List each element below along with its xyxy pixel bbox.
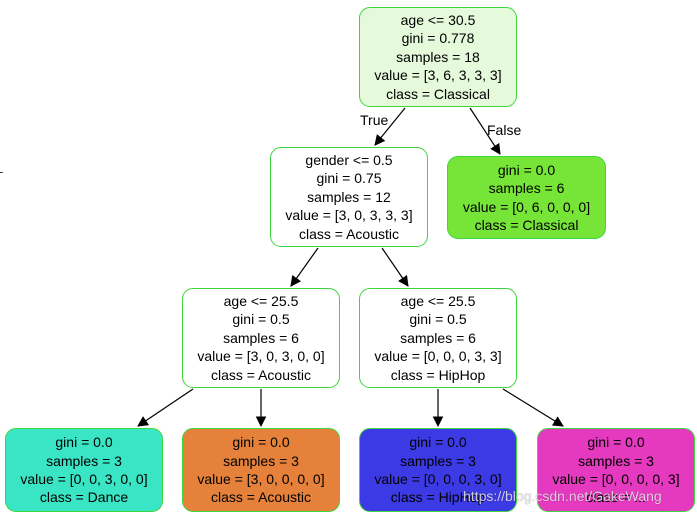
edge-label-true: True — [360, 112, 389, 128]
node-line: value = [0, 6, 0, 0, 0] — [462, 198, 591, 215]
node-line: samples = 18 — [396, 48, 480, 65]
edge-age-right-to-last-leaf — [502, 388, 564, 427]
node-line: class = Acoustic — [211, 489, 311, 506]
node-line: samples = 6 — [400, 329, 476, 346]
node-line: samples = 3 — [578, 452, 654, 469]
node-line: class = HipHop — [390, 489, 486, 506]
left-edge-tick — [0, 172, 3, 173]
node-line: gini = 0.0 — [409, 434, 467, 451]
node-line: gini = 0.0 — [587, 434, 645, 451]
edge-gender-split-to-age-left — [290, 247, 319, 287]
node-line: value = [0, 0, 0, 0, 3] — [552, 471, 680, 487]
node-line: age <= 30.5 — [400, 11, 476, 28]
node-line: class = Classical — [474, 216, 579, 233]
node-line: value = [3, 0, 3, 3, 3] — [285, 207, 413, 224]
node-line: samples = 3 — [46, 452, 122, 469]
node-line: samples = 3 — [223, 452, 299, 469]
node-line: samples = 12 — [307, 188, 391, 205]
node-line: class = Acoustic — [299, 225, 399, 242]
node-line: gini = 0.0 — [55, 434, 113, 451]
node-line: gini = 0.5 — [232, 311, 290, 328]
node-line: gini = 0.5 — [409, 311, 467, 328]
node-line: gini = 0.0 — [232, 434, 290, 451]
node-line: value = [3, 0, 3, 0, 0] — [197, 348, 325, 365]
edge-age-left-to-dance-leaf — [137, 388, 194, 427]
node-line: gini = 0.0 — [497, 161, 556, 178]
node-line: samples = 6 — [223, 329, 299, 346]
edge-root-to-classical-leaf — [469, 107, 501, 155]
node-line: value = [3, 6, 3, 3, 3] — [374, 67, 502, 84]
node-line: class = Classical — [386, 85, 490, 102]
node-line: age <= 25.5 — [223, 292, 299, 309]
edge-gender-split-to-age-right — [381, 247, 409, 287]
node-line: gender <= 0.5 — [305, 151, 393, 168]
node-line: class = Dance — [39, 489, 129, 506]
watermark-text: https://blog.csdn.net/GakeWang — [463, 488, 662, 504]
edge-label-false: False — [487, 122, 522, 138]
node-line: class = ... — [586, 489, 646, 506]
node-line: samples = 6 — [488, 180, 565, 197]
node-line: value = [0, 0, 0, 3, 3] — [374, 348, 502, 365]
node-line: class = HipHop — [390, 366, 486, 383]
node-line: class = Acoustic — [211, 366, 311, 383]
node-line: value = [0, 0, 3, 0, 0] — [20, 471, 148, 487]
node-line: value = [3, 0, 0, 0, 0] — [197, 471, 325, 487]
node-line: value = [0, 0, 0, 3, 0] — [374, 471, 502, 487]
node-line: samples = 3 — [400, 452, 476, 469]
node-line: gini = 0.778 — [401, 30, 475, 47]
node-line: age <= 25.5 — [400, 292, 476, 309]
node-line: gini = 0.75 — [316, 170, 382, 187]
edge-root-to-gender-split — [374, 107, 406, 146]
